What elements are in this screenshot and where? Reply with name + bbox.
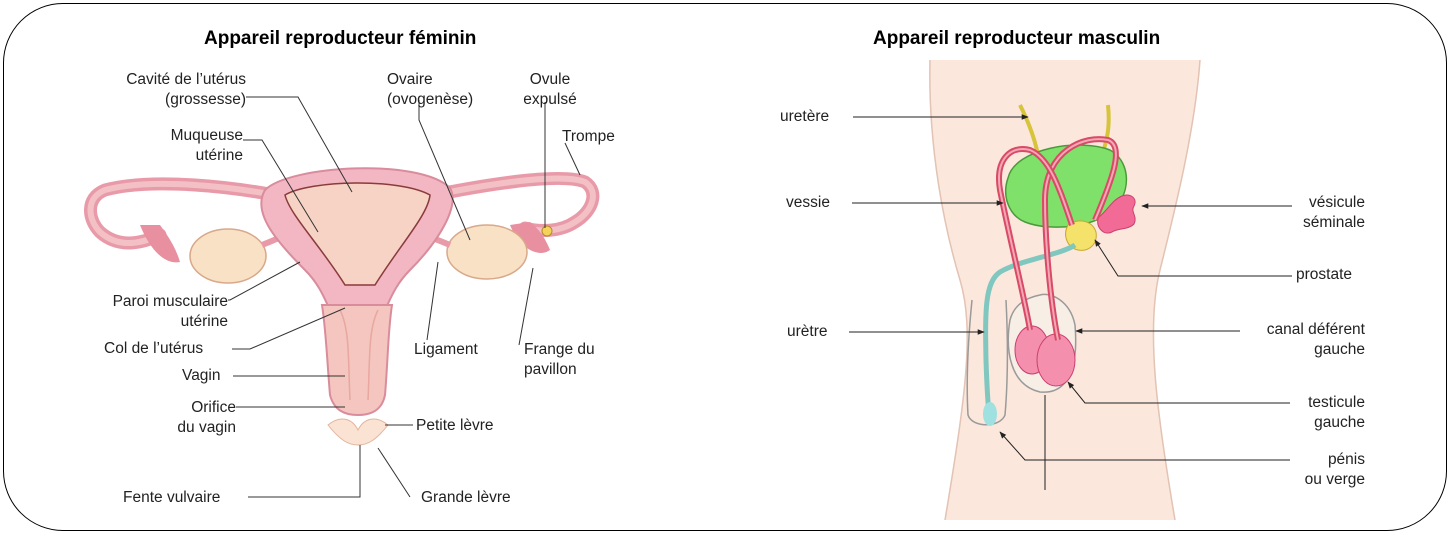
testicle-left xyxy=(1037,334,1075,386)
body-silhouette xyxy=(930,60,1200,520)
label-vessie: vessie xyxy=(786,193,830,213)
label-prostate: prostate xyxy=(1296,265,1352,285)
label-testicule: testicule gauche xyxy=(1280,393,1365,433)
label-vesicule-line2: séminale xyxy=(1290,213,1365,233)
label-canal: canal déférent gauche xyxy=(1240,320,1365,360)
label-vesicule-line1: vésicule xyxy=(1290,193,1365,213)
label-vesicule: vésicule séminale xyxy=(1290,193,1365,233)
label-canal-line1: canal déférent xyxy=(1240,320,1365,340)
label-uretre: urètre xyxy=(787,322,828,342)
label-testicule-line2: gauche xyxy=(1280,413,1365,433)
label-uretere: uretère xyxy=(780,107,829,127)
glans xyxy=(983,402,997,426)
label-penis-line2: ou verge xyxy=(1280,470,1365,490)
label-canal-line2: gauche xyxy=(1240,340,1365,360)
label-penis-line1: pénis xyxy=(1280,450,1365,470)
label-testicule-line1: testicule xyxy=(1280,393,1365,413)
label-penis: pénis ou verge xyxy=(1280,450,1365,490)
